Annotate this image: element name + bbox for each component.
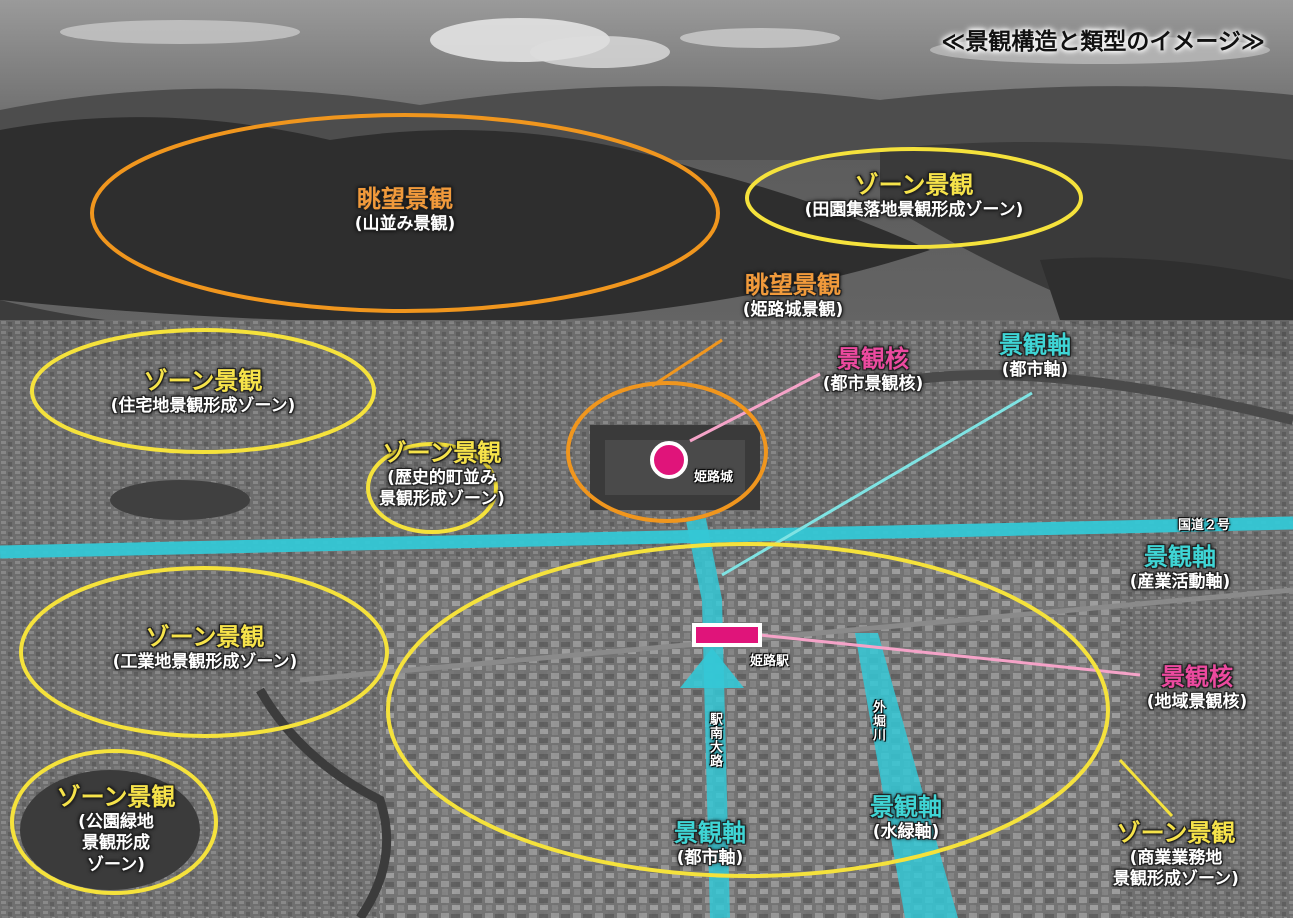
label-title: 景観軸 (1144, 543, 1216, 571)
zone-park-ellipse (10, 749, 218, 895)
label-sub: (姫路城景観) (742, 300, 844, 320)
label-sub: (田園集落地景観形成ゾーン) (804, 200, 1024, 220)
place-avenue: 駅南大路 (707, 712, 722, 768)
label-vista-mountains: 眺望景観 (山並み景観) (292, 184, 518, 235)
place-station: 姫路駅 (750, 654, 790, 669)
label-sub: (都市景観核) (822, 374, 924, 394)
label-sub: (商業業務地 (1129, 848, 1223, 868)
label-title: 景観軸 (870, 793, 942, 821)
label-title: ゾーン景観 (1116, 819, 1236, 847)
map-title: ≪景観構造と類型のイメージ≫ (941, 29, 1265, 55)
label-title: ゾーン景観 (854, 171, 974, 199)
label-zone-rural: ゾーン景観 (田園集落地景観形成ゾーン) (764, 170, 1064, 221)
vista-mountains-ellipse (90, 113, 720, 313)
label-sub: (歴史的町並み (387, 468, 497, 488)
label-title: 景観核 (837, 345, 909, 373)
place-castle: 姫路城 (694, 470, 734, 485)
label-axis-city-bottom: 景観軸 (都市軸) (650, 818, 770, 869)
label-sub: ゾーン) (87, 854, 145, 875)
label-sub: (産業活動軸) (1129, 572, 1231, 592)
label-zone-industrial: ゾーン景観 (工業地景観形成ゾーン) (70, 622, 340, 673)
label-sub: (水緑軸) (872, 822, 940, 842)
label-sub: (工業地景観形成ゾーン) (112, 652, 298, 672)
place-river: 外堀川 (870, 700, 885, 742)
label-title: 景観軸 (674, 819, 746, 847)
label-title: ゾーン景観 (145, 623, 265, 651)
label-zone-residential: ゾーン景観 (住宅地景観形成ゾーン) (68, 366, 338, 417)
label-title: ゾーン景観 (56, 783, 176, 811)
vista-castle-ellipse (566, 381, 768, 523)
place-route2: 国道２号 (1178, 518, 1231, 533)
zone-residential-ellipse (30, 328, 376, 454)
label-sub: 景観形成ゾーン) (379, 489, 505, 510)
label-sub: 景観形成ゾーン) (1113, 869, 1239, 890)
zone-historic-ellipse (366, 442, 498, 534)
label-sub: (都市軸) (676, 848, 744, 868)
zone-rural-ellipse (745, 147, 1083, 249)
label-zone-historic: ゾーン景観 (歴史的町並み 景観形成ゾーン) (352, 438, 532, 511)
label-axis-industry: 景観軸 (産業活動軸) (1110, 542, 1250, 593)
label-zone-commercial: ゾーン景観 (商業業務地 景観形成ゾーン) (1072, 818, 1280, 891)
label-sub: (山並み景観) (354, 214, 456, 234)
zone-commercial-ellipse (386, 542, 1110, 878)
label-title: 眺望景観 (357, 185, 453, 213)
label-vista-castle: 眺望景観 (姫路城景観) (708, 270, 878, 321)
label-sub: (住宅地景観形成ゾーン) (110, 396, 296, 416)
label-core-city: 景観核 (都市景観核) (788, 344, 958, 395)
zone-industrial-ellipse (19, 566, 389, 738)
station-core-marker (692, 623, 762, 647)
label-sub: (公園緑地 (78, 812, 154, 832)
label-title: ゾーン景観 (382, 439, 502, 467)
label-zone-park: ゾーン景観 (公園緑地 景観形成 ゾーン) (36, 782, 196, 876)
label-sub: (地域景観核) (1146, 692, 1248, 712)
label-axis-water: 景観軸 (水緑軸) (846, 792, 966, 843)
label-core-regional: 景観核 (地域景観核) (1122, 662, 1272, 713)
label-axis-city-top: 景観軸 (都市軸) (980, 330, 1090, 381)
label-title: 眺望景観 (745, 271, 841, 299)
label-sub: 景観形成 (82, 833, 150, 854)
label-title: 景観核 (1161, 663, 1233, 691)
label-title: ゾーン景観 (143, 367, 263, 395)
castle-core-marker (650, 441, 688, 479)
label-title: 景観軸 (999, 331, 1071, 359)
label-sub: (都市軸) (1001, 360, 1069, 380)
